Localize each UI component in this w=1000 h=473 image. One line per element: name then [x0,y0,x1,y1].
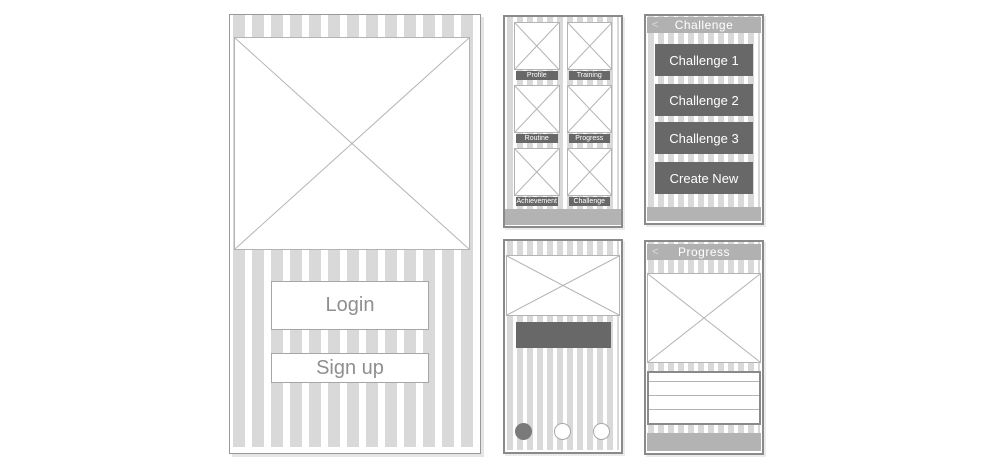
screen-title: Progress [677,245,731,259]
image-placeholder [566,148,612,196]
signup-button[interactable]: Sign up [271,353,429,383]
table-row [649,373,759,381]
menu-item-routine[interactable]: Routine [514,85,560,143]
back-icon[interactable]: < [652,246,659,258]
menu-item-label: Progress [568,134,610,143]
challenge-2-button[interactable]: Challenge 2 [655,84,753,116]
x-cross-icon [515,149,559,195]
challenge-1-button[interactable]: Challenge 1 [655,44,753,76]
footer-bar [647,433,761,451]
detail-screen [503,239,623,454]
create-new-button[interactable]: Create New [655,162,753,194]
footer-bar [647,207,761,221]
menu-item-label: Routine [516,134,558,143]
image-placeholder [514,148,560,196]
progress-header: < Progress [647,244,761,260]
menu-item-achievement[interactable]: Achievement [514,148,560,206]
challenge-3-button[interactable]: Challenge 3 [655,122,753,154]
dot[interactable] [554,423,571,440]
x-cross-icon [515,23,559,69]
image-placeholder [566,22,612,70]
menu-grid: Profile Training Routine [514,22,612,206]
login-button[interactable]: Login [271,281,429,330]
table-row [649,409,759,423]
banner-image-placeholder [506,255,620,316]
menu-item-label: Profile [516,71,558,80]
x-cross-icon [568,23,612,69]
x-cross-icon [507,256,619,315]
x-cross-icon [568,149,612,195]
menu-item-progress[interactable]: Progress [566,85,612,143]
challenge-screen: < Challenge Challenge 1 Challenge 2 Chal… [644,14,764,225]
screen-title: Challenge [674,18,734,32]
image-placeholder [514,85,560,133]
menu-item-label: Challenge [568,197,610,206]
login-screen: Login Sign up [229,14,481,454]
image-placeholder [566,85,612,133]
challenge-header: < Challenge [647,17,761,33]
table-row [649,395,759,409]
menu-item-label: Achievement [516,197,558,206]
back-icon[interactable]: < [652,19,659,31]
menu-item-label: Training [568,71,610,80]
hero-image-placeholder [234,37,470,250]
menu-item-training[interactable]: Training [566,22,612,80]
x-cross-icon [515,86,559,132]
progress-table [647,371,761,425]
chart-image-placeholder [647,273,761,363]
x-cross-icon [648,274,760,362]
image-placeholder [514,22,560,70]
menu-item-challenge[interactable]: Challenge [566,148,612,206]
menu-item-profile[interactable]: Profile [514,22,560,80]
progress-screen: < Progress [644,240,764,455]
x-cross-icon [235,38,469,249]
footer-bar [505,209,621,225]
table-row [649,381,759,395]
content-block [516,322,611,348]
x-cross-icon [568,86,612,132]
dot[interactable] [593,423,610,440]
menu-screen: Profile Training Routine [503,15,623,228]
dot-selected[interactable] [515,423,532,440]
